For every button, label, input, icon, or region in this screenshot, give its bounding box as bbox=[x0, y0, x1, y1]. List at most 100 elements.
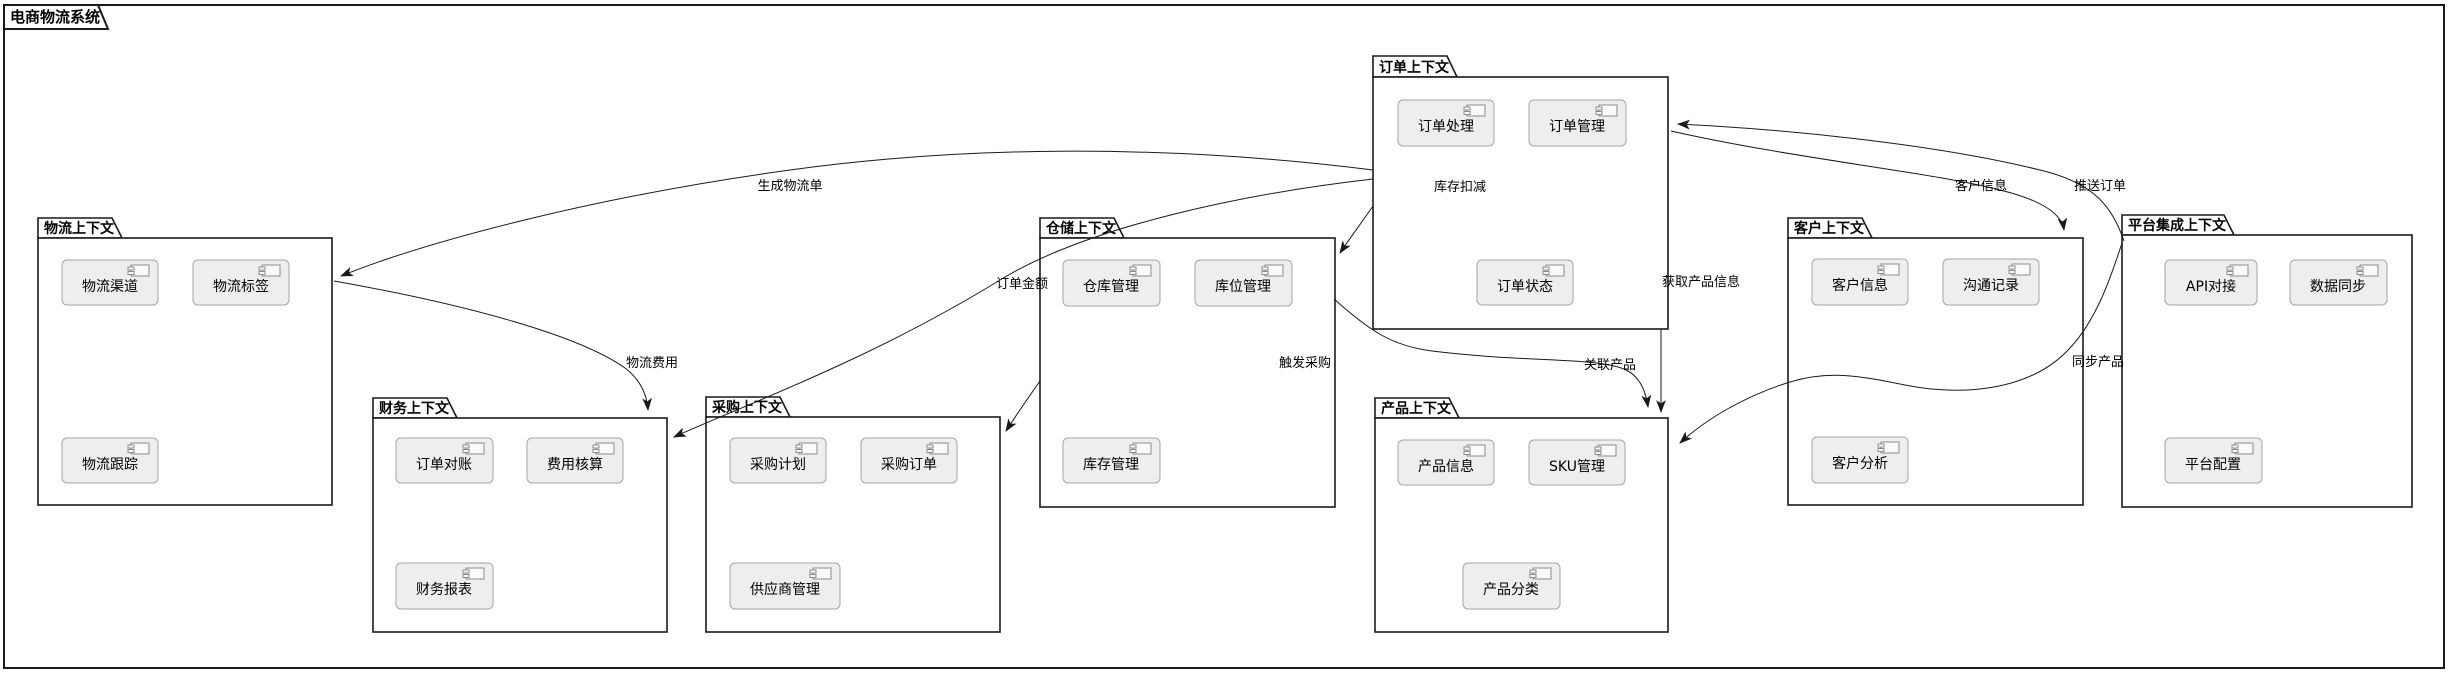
component-icon bbox=[1877, 263, 1900, 276]
component-label: 物流标签 bbox=[213, 278, 269, 295]
package-procurement-title: 采购上下文 bbox=[711, 399, 783, 416]
component-purchase-order: 采购订单 bbox=[860, 437, 958, 484]
package-procurement: 采购上下文 采购计划 采购订单 bbox=[705, 396, 1001, 633]
component-order-management: 订单管理 bbox=[1528, 99, 1627, 147]
edge-label-push-order: 推送订单 bbox=[2074, 179, 2126, 194]
component-label: 仓库管理 bbox=[1083, 279, 1139, 295]
component-supplier-management: 供应商管理 bbox=[729, 562, 841, 610]
component-icon bbox=[795, 442, 818, 455]
package-finance-title: 财务上下文 bbox=[378, 400, 450, 417]
component-icon bbox=[592, 442, 615, 455]
component-icon bbox=[1463, 104, 1486, 117]
component-icon bbox=[2008, 263, 2031, 276]
edge-order-to-warehouse bbox=[1339, 205, 1374, 254]
component-location-management: 库位管理 bbox=[1194, 259, 1293, 307]
component-icon bbox=[1595, 104, 1618, 117]
component-warehouse-management: 仓库管理 bbox=[1062, 259, 1161, 307]
edge-logistics-to-finance bbox=[333, 280, 653, 412]
edge-label-associate-product: 关联产品 bbox=[1584, 358, 1636, 373]
package-order: 订单上下文 订单处理 订单管理 bbox=[1372, 55, 1669, 330]
component-icon bbox=[1529, 567, 1552, 580]
edge-label-logistics-cost: 物流费用 bbox=[626, 356, 678, 371]
system-title: 电商物流系统 bbox=[10, 8, 100, 26]
edge-order-to-logistics bbox=[339, 150, 1374, 277]
package-product: 产品上下文 产品信息 SKU管理 bbox=[1374, 397, 1669, 633]
component-icon bbox=[1129, 442, 1152, 455]
component-sku-management: SKU管理 bbox=[1528, 439, 1626, 486]
package-logistics: 物流上下文 物流渠道 物流标签 bbox=[37, 217, 333, 506]
edge-label-customer-info: 客户信息 bbox=[1955, 178, 2007, 194]
component-icon bbox=[1463, 444, 1486, 457]
component-icon bbox=[258, 264, 281, 277]
edge-label-get-product-info: 获取产品信息 bbox=[1662, 274, 1740, 290]
edge-label-inventory-deduction: 库存扣减 bbox=[1434, 179, 1486, 195]
component-label: 采购订单 bbox=[881, 457, 937, 473]
component-order-processing: 订单处理 bbox=[1397, 99, 1495, 147]
component-icon bbox=[1542, 264, 1565, 277]
component-label: 客户信息 bbox=[1832, 277, 1888, 294]
component-label: 平台配置 bbox=[2185, 457, 2241, 473]
edge-label-trigger-procurement: 触发采购 bbox=[1279, 355, 1331, 371]
edge-label-order-amount: 订单金额 bbox=[996, 276, 1048, 292]
edge-platform-to-product bbox=[1679, 242, 2123, 444]
package-finance: 财务上下文 订单对账 费用核算 bbox=[372, 397, 668, 633]
component-icon bbox=[1594, 444, 1617, 457]
component-label: API对接 bbox=[2186, 278, 2236, 295]
component-label: 订单管理 bbox=[1549, 119, 1605, 135]
edge-order-to-finance bbox=[673, 178, 1374, 438]
component-label: 库存管理 bbox=[1083, 457, 1139, 473]
package-customer: 客户上下文 客户信息 沟通记录 bbox=[1787, 217, 2084, 506]
edge-label-sync-product: 同步产品 bbox=[2072, 355, 2124, 370]
component-icon bbox=[1877, 441, 1900, 454]
component-order-reconciliation: 订单对账 bbox=[395, 437, 494, 484]
component-platform-config: 平台配置 bbox=[2164, 437, 2263, 484]
package-logistics-title: 物流上下文 bbox=[44, 220, 115, 237]
component-icon bbox=[2356, 264, 2379, 277]
component-logistics-channel: 物流渠道 bbox=[61, 259, 159, 306]
package-customer-title: 客户上下文 bbox=[1793, 220, 1865, 237]
component-label: 订单对账 bbox=[416, 457, 472, 473]
component-label: SKU管理 bbox=[1549, 459, 1605, 475]
component-label: 财务报表 bbox=[416, 582, 472, 598]
edge-platform-to-order bbox=[1676, 119, 2125, 242]
edges bbox=[333, 119, 2125, 444]
component-label: 库位管理 bbox=[1215, 279, 1271, 295]
component-icon bbox=[809, 567, 832, 580]
package-warehouse-title: 仓储上下文 bbox=[1045, 220, 1117, 237]
component-icon bbox=[127, 442, 150, 455]
package-warehouse: 仓储上下文 仓库管理 库位管理 bbox=[1039, 217, 1336, 508]
edge-order-to-customer bbox=[1670, 130, 2068, 232]
component-cost-accounting: 费用核算 bbox=[526, 437, 624, 484]
component-label: 物流渠道 bbox=[82, 279, 138, 295]
edge-warehouse-to-procurement bbox=[1005, 380, 1041, 432]
component-api-integration: API对接 bbox=[2164, 259, 2258, 306]
component-icon bbox=[127, 264, 150, 277]
component-label: 供应商管理 bbox=[750, 581, 820, 598]
component-icon bbox=[2226, 264, 2249, 277]
component-customer-analysis: 客户分析 bbox=[1811, 436, 1909, 484]
component-icon bbox=[1129, 264, 1152, 277]
package-platform-title: 平台集成上下文 bbox=[2128, 217, 2227, 234]
component-product-category: 产品分类 bbox=[1462, 562, 1561, 610]
component-data-sync: 数据同步 bbox=[2289, 259, 2388, 306]
component-label: 物流跟踪 bbox=[82, 457, 138, 473]
component-label: 订单处理 bbox=[1418, 119, 1474, 135]
component-product-info: 产品信息 bbox=[1397, 439, 1495, 486]
package-platform: 平台集成上下文 API对接 数据同步 bbox=[2121, 214, 2413, 508]
component-label: 产品分类 bbox=[1483, 582, 1539, 598]
component-label: 沟通记录 bbox=[1963, 278, 2019, 294]
component-financial-report: 财务报表 bbox=[395, 562, 494, 610]
component-label: 费用核算 bbox=[547, 457, 603, 473]
component-icon bbox=[926, 442, 949, 455]
package-order-title: 订单上下文 bbox=[1379, 59, 1450, 76]
component-logistics-label: 物流标签 bbox=[192, 259, 290, 306]
component-icon bbox=[462, 567, 485, 580]
system-frame-tab bbox=[3, 4, 110, 30]
component-icon bbox=[1261, 264, 1284, 277]
component-inventory-management: 库存管理 bbox=[1062, 437, 1161, 484]
component-customer-info: 客户信息 bbox=[1811, 258, 1909, 306]
package-product-title: 产品上下文 bbox=[1381, 400, 1452, 417]
component-communication-record: 沟通记录 bbox=[1942, 258, 2040, 306]
component-label: 采购计划 bbox=[750, 457, 806, 473]
